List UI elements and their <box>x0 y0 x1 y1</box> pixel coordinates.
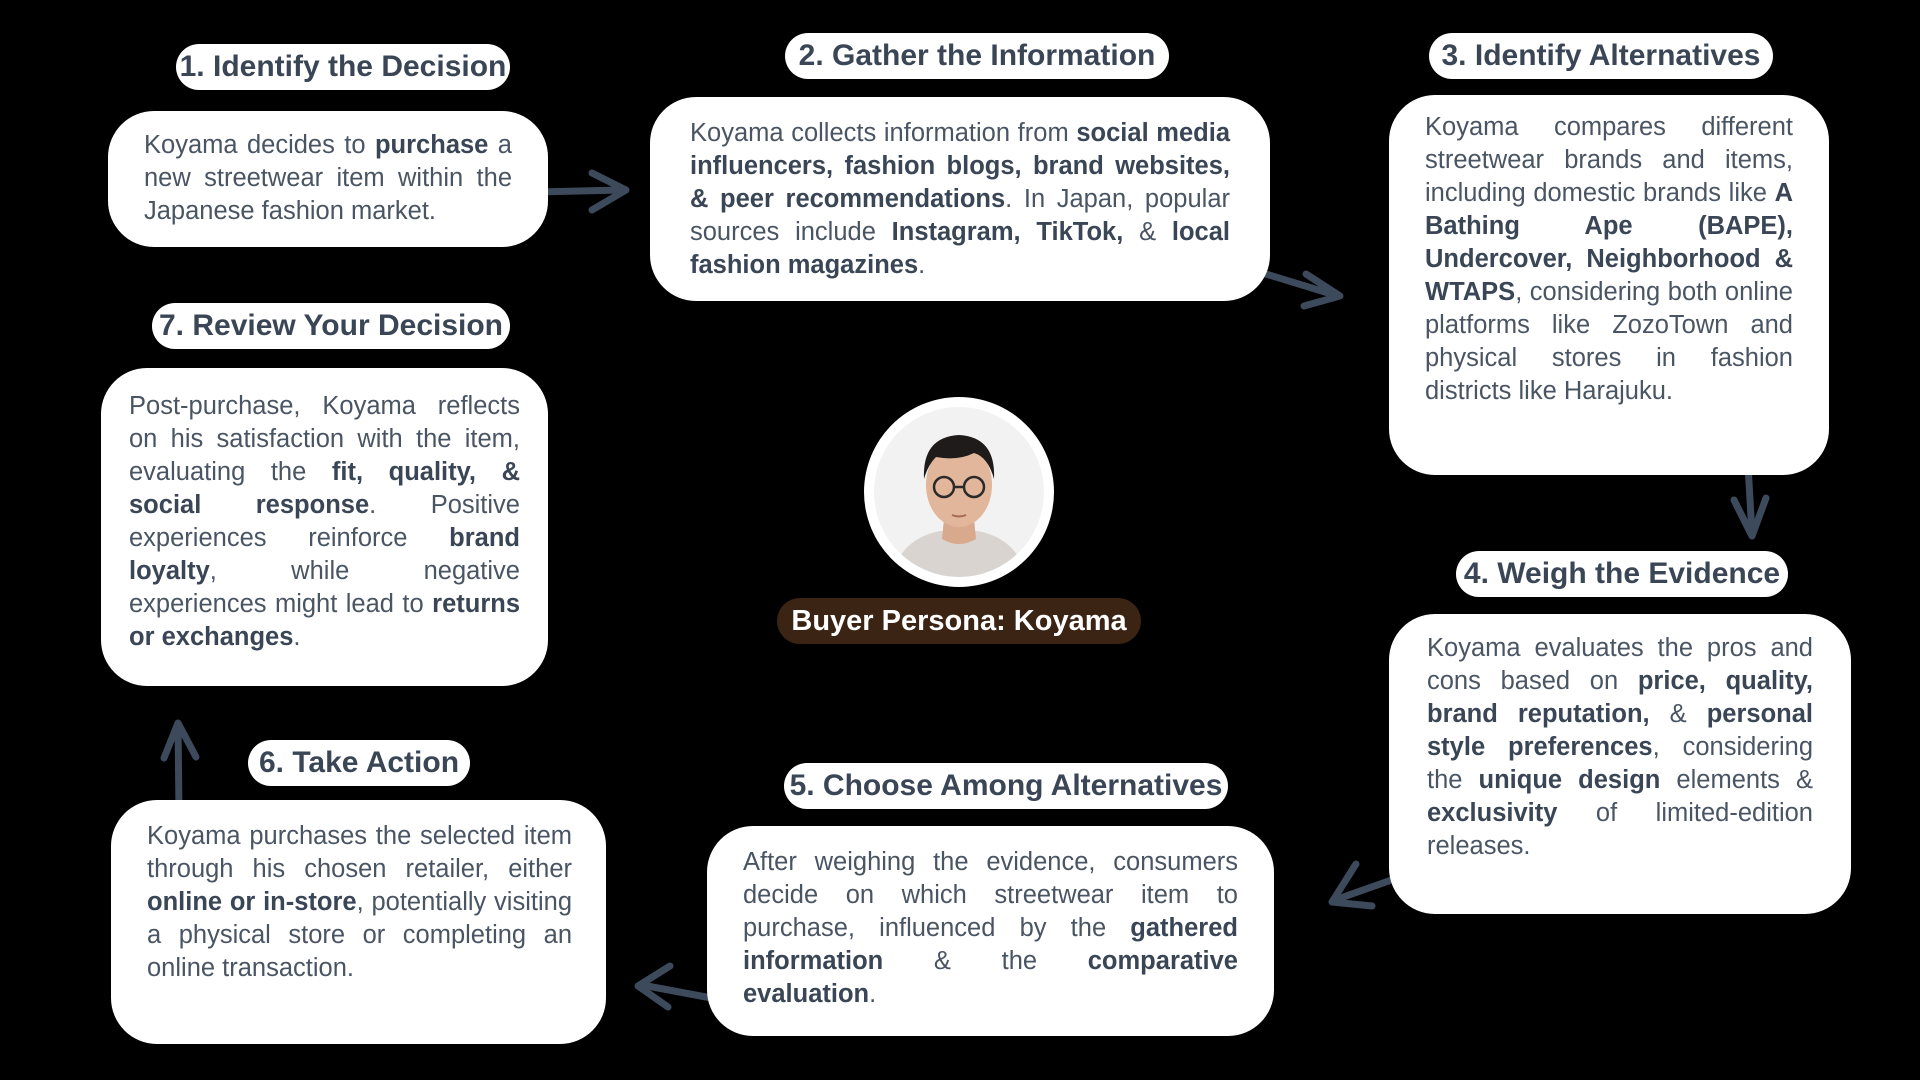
persona-label: Buyer Persona: Koyama <box>777 598 1141 644</box>
text-emphasis: returns or exchanges <box>129 590 520 651</box>
step-2-text: Koyama collects information from social … <box>690 117 1230 282</box>
text-emphasis: social media influencers, fashion blogs,… <box>690 119 1231 213</box>
arrow-6-to-7 <box>160 719 200 816</box>
text-segment: . <box>918 251 926 279</box>
arrow-2-to-3 <box>1252 267 1344 310</box>
arrow-1-to-2 <box>532 169 630 214</box>
text-segment: , considering both online platforms like… <box>1425 278 1793 405</box>
text-emphasis: unique design <box>1478 766 1661 794</box>
text-segment: of limited-edition releases. <box>1427 799 1813 860</box>
text-segment: . <box>869 980 877 1008</box>
text-segment: & the <box>883 947 1088 975</box>
step-7-title: 7. Review Your Decision <box>152 303 510 349</box>
step-3-card: Koyama compares different streetwear bra… <box>1389 95 1829 475</box>
step-1-title: 1. Identify the Decision <box>176 44 510 90</box>
text-emphasis: comparative evaluation <box>743 947 1238 1008</box>
step-6-title: 6. Take Action <box>248 740 470 786</box>
step-7-card: Post-purchase, Koyama reflects on his sa… <box>101 368 548 686</box>
text-segment: elements & <box>1660 766 1813 794</box>
text-emphasis: brand loyalty <box>129 524 520 585</box>
text-segment: & <box>1123 218 1172 246</box>
step-1-text: Koyama decides to purchase a new streetw… <box>144 129 512 228</box>
step-6-card: Koyama purchases the selected item throu… <box>111 800 606 1044</box>
text-segment: , potentially visiting a physical store … <box>147 888 572 982</box>
text-segment: & <box>1649 700 1707 728</box>
text-segment: . In Japan, popular sources include <box>690 185 1230 246</box>
step-3-text: Koyama compares different streetwear bra… <box>1425 111 1793 408</box>
step-5-text: After weighing the evidence, consumers d… <box>743 846 1238 1011</box>
text-emphasis: fit, quality, & social response <box>129 458 521 519</box>
text-segment: Post-purchase, Koyama reflects on his sa… <box>129 392 520 486</box>
step-4-card: Koyama evaluates the pros and cons based… <box>1389 614 1851 914</box>
step-3-title: 3. Identify Alternatives <box>1429 33 1773 79</box>
text-emphasis: A Bathing Ape (BAPE), Undercover, Neighb… <box>1425 179 1793 306</box>
text-segment: Koyama collects information from <box>690 119 1077 147</box>
step-2-title: 2. Gather the Information <box>785 33 1169 79</box>
text-emphasis: purchase <box>374 131 489 159</box>
text-segment: a new streetwear item within the Japanes… <box>144 131 512 225</box>
text-segment: Koyama compares different streetwear bra… <box>1425 113 1793 207</box>
text-emphasis: personal style preferences <box>1427 700 1813 761</box>
text-segment: . Positive experiences reinforce <box>129 491 520 552</box>
step-2-card: Koyama collects information from social … <box>650 97 1270 301</box>
step-6-text: Koyama purchases the selected item throu… <box>147 820 572 985</box>
text-segment: Koyama purchases the selected item throu… <box>147 822 572 883</box>
text-segment: . <box>293 623 301 651</box>
text-segment: , considering the <box>1427 733 1813 794</box>
text-emphasis: exclusivity <box>1427 799 1558 827</box>
step-5-title: 5. Choose Among Alternatives <box>784 763 1228 809</box>
step-1-card: Koyama decides to purchase a new streetw… <box>108 111 548 247</box>
text-emphasis: online or in-store <box>147 888 357 916</box>
text-emphasis: Instagram, TikTok, <box>891 218 1124 246</box>
step-7-text: Post-purchase, Koyama reflects on his sa… <box>129 390 520 654</box>
step-5-card: After weighing the evidence, consumers d… <box>707 826 1274 1036</box>
text-emphasis: local fashion magazines <box>690 218 1231 279</box>
text-segment: Koyama decides to <box>144 131 375 159</box>
text-emphasis: price, quality, brand reputation, <box>1427 667 1813 728</box>
step-4-title: 4. Weigh the Evidence <box>1456 551 1788 597</box>
step-4-text: Koyama evaluates the pros and cons based… <box>1427 632 1813 863</box>
text-emphasis: gathered information <box>743 914 1238 975</box>
text-segment: After weighing the evidence, consumers d… <box>743 848 1238 942</box>
text-segment: Koyama evaluates the pros and cons based… <box>1427 634 1813 695</box>
persona-avatar <box>864 397 1054 587</box>
person-portrait-icon <box>874 407 1044 577</box>
text-segment: , while negative experiences might lead … <box>129 557 520 618</box>
